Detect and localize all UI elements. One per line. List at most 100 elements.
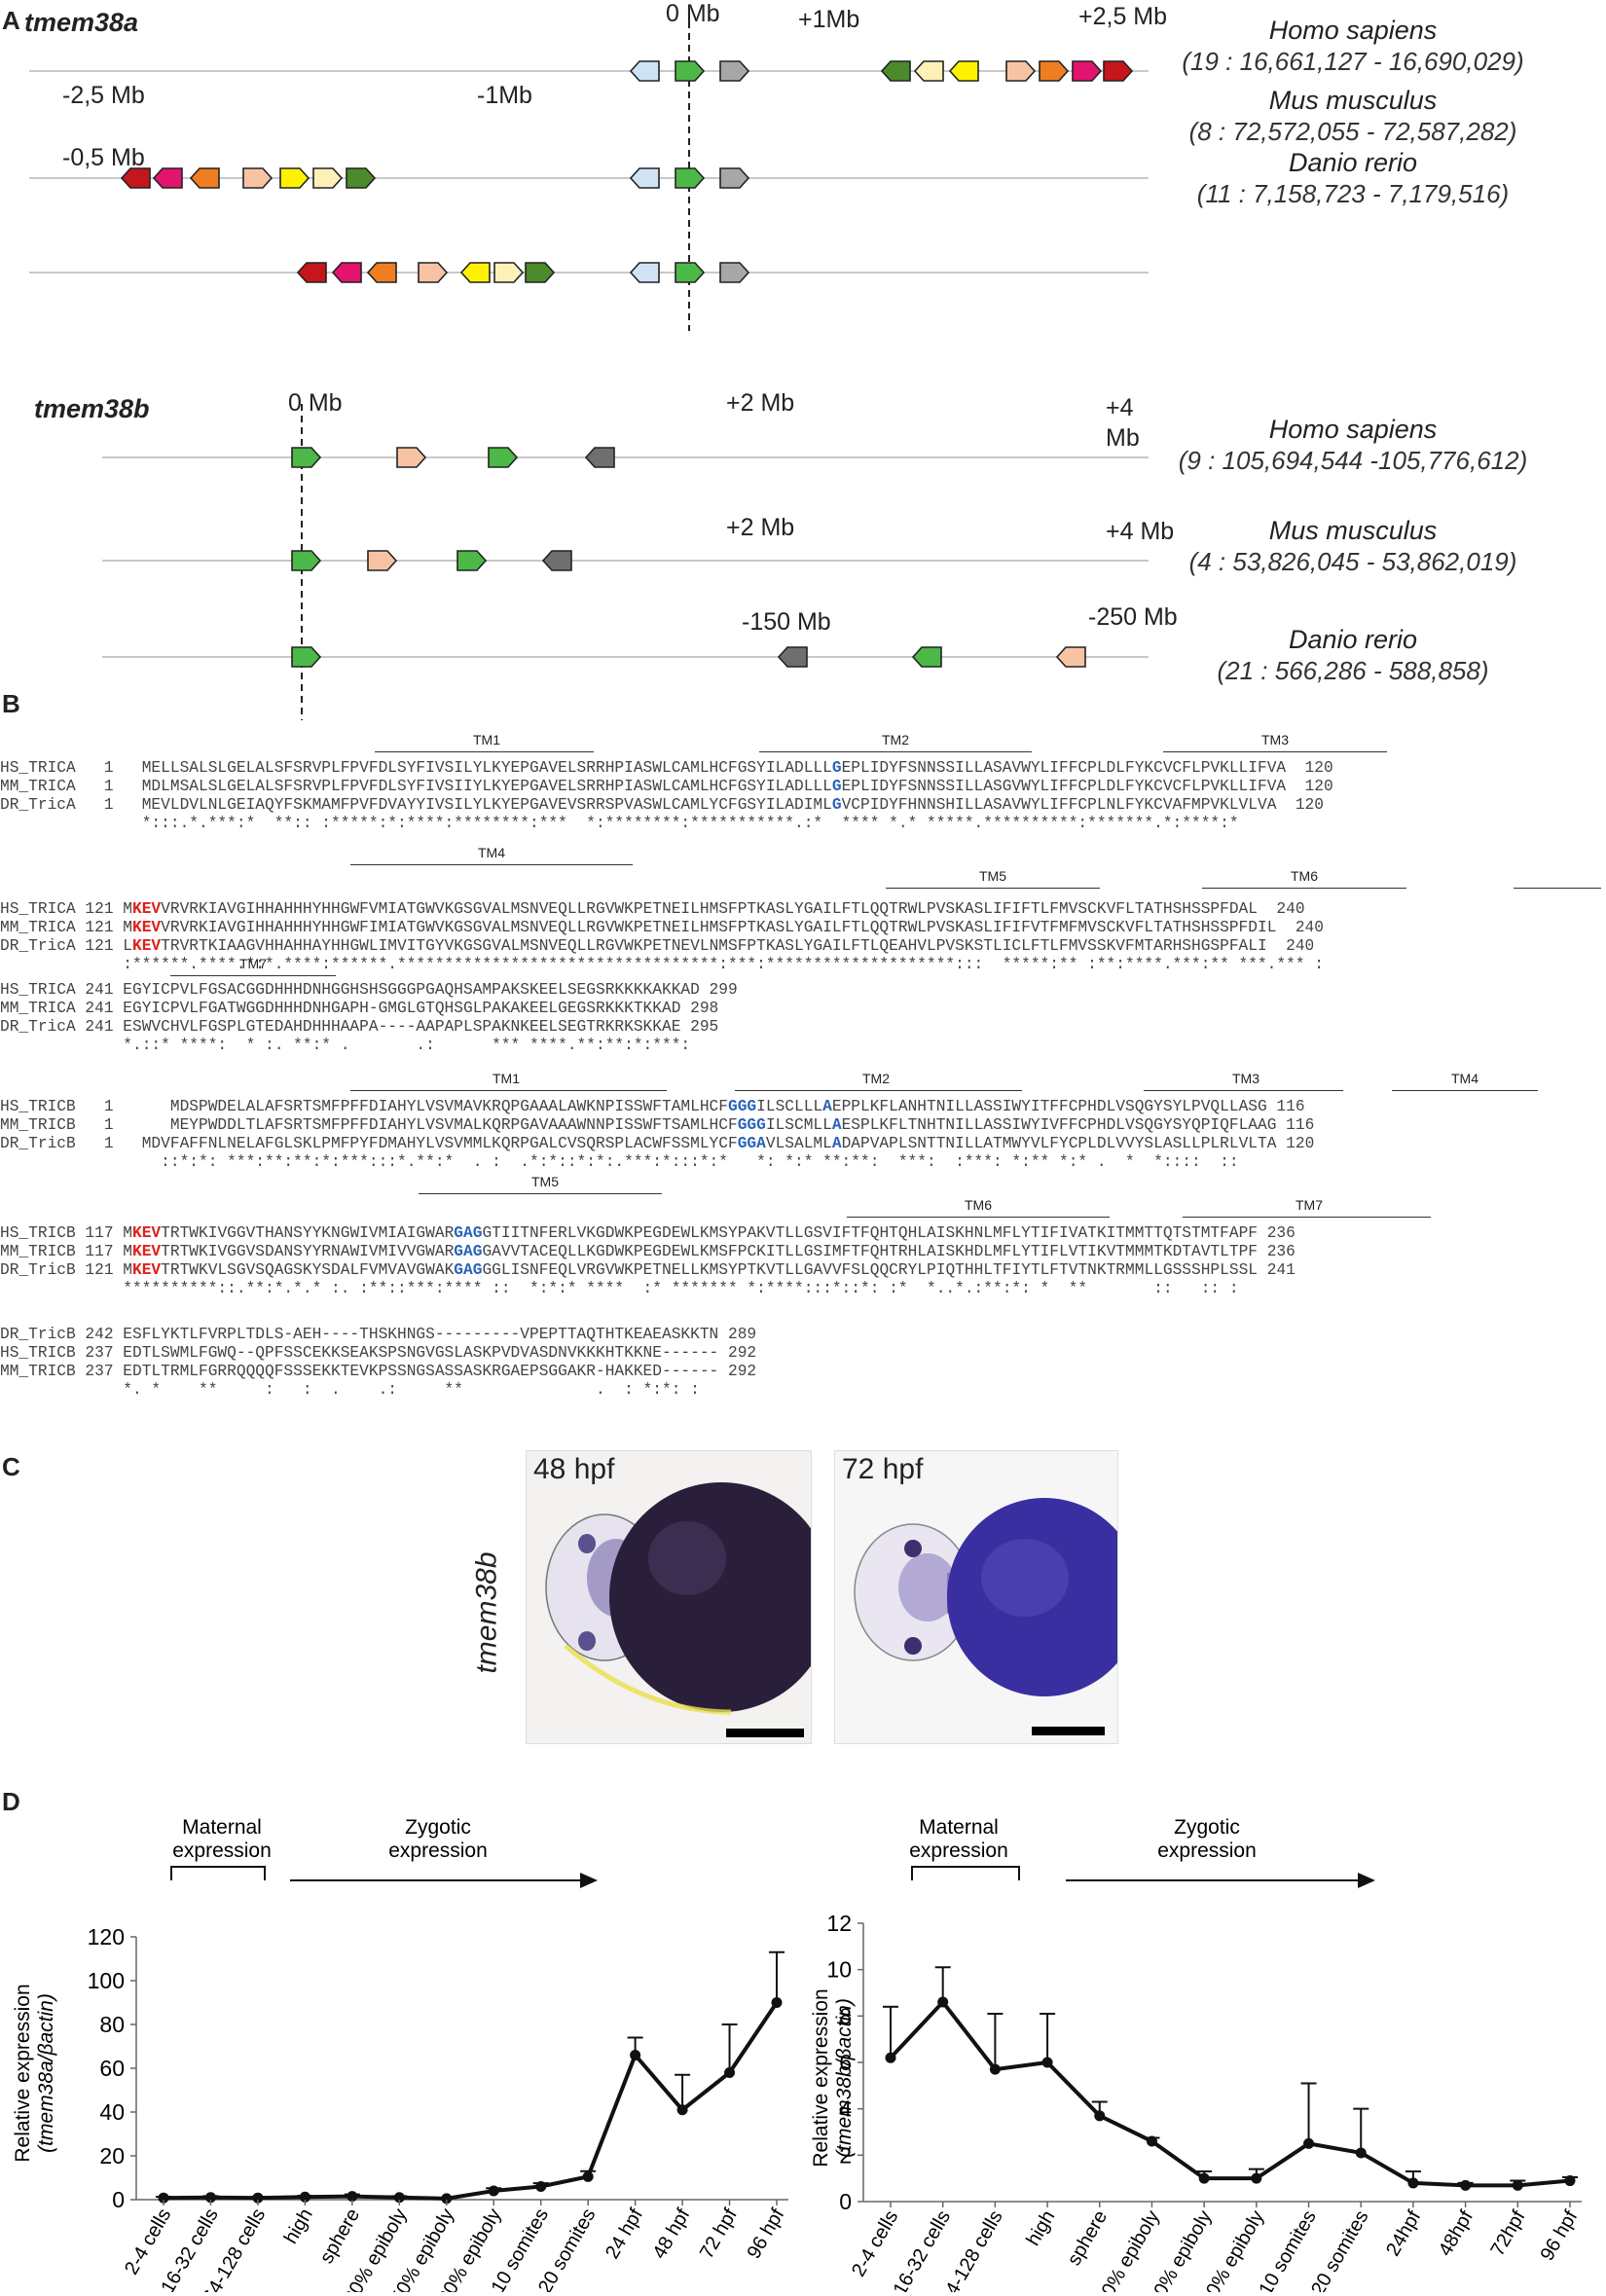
gene-tmem38a	[675, 60, 705, 82]
zygotic-label: Zygotic	[1174, 1816, 1240, 1839]
x-tick-label: sphere	[316, 2205, 365, 2268]
data-point	[488, 2185, 499, 2197]
coords-mm-b: (4 : 53,826,045 - 53,862,019)	[1188, 547, 1517, 576]
data-point	[582, 2170, 594, 2182]
tm-label: TM2	[882, 732, 909, 747]
data-point	[158, 2192, 169, 2204]
y-tick-label: 100	[88, 1968, 125, 1993]
zygotic-label-2: expression	[1157, 1840, 1257, 1862]
gene-name-tmem38a: tmem38a	[24, 8, 139, 37]
tm-label: TM2	[862, 1071, 890, 1086]
y-tick-label: 2	[839, 2142, 852, 2168]
data-point	[252, 2192, 264, 2204]
series-line	[163, 2001, 779, 2201]
data-point	[1251, 2172, 1262, 2184]
species-dr-a: Danio rerio	[1288, 148, 1418, 177]
tm-label: TM6	[965, 1197, 992, 1213]
y-tick-label: 80	[99, 2012, 125, 2037]
data-point	[1041, 2057, 1053, 2068]
data-point	[535, 2181, 547, 2192]
label-b-minus250: -250 Mb	[1088, 603, 1178, 631]
embryo-48hpf-illustration	[545, 1482, 811, 1715]
embryo-72hpf-illustration	[854, 1498, 1117, 1696]
series-line	[889, 1998, 1571, 2188]
species-mm-b: Mus musculus	[1268, 516, 1438, 545]
x-tick-label: 48hpf	[1435, 2206, 1478, 2260]
data-point	[1355, 2147, 1367, 2159]
y-axis-label-2: (tmem38a/βactin)	[35, 1993, 57, 2153]
synteny-diagram	[29, 21, 1149, 720]
data-point	[630, 2050, 641, 2060]
species-hs-b: Homo sapiens	[1268, 415, 1438, 444]
x-tick-label: 72hpf	[1487, 2206, 1530, 2260]
alignment-trica-block1: HS_TRICA 1 MELLSALSLGELALSFSRVPLFPVFDLSY…	[0, 759, 1333, 832]
gene-tmem38b	[291, 447, 321, 468]
tm-label: TM5	[979, 868, 1006, 884]
maternal-bracket	[911, 1866, 1020, 1880]
zygotic-label-2: expression	[388, 1840, 488, 1862]
x-tick-label: 24hpf	[1382, 2206, 1425, 2260]
data-point	[204, 2192, 216, 2204]
x-tick-label: 24 hpf	[602, 2205, 647, 2263]
label-minus25mb: -2,5 Mb	[62, 82, 145, 109]
alignment-tricb-block2: HS_TRICB 117 MKEVTRTWKIVGGVTHANSYYKNGWIV…	[0, 1224, 1296, 1297]
label-b-plus2: +2 Mb	[726, 389, 795, 417]
species-mm-a: Mus musculus	[1268, 86, 1438, 115]
data-point	[347, 2191, 358, 2203]
data-point	[989, 2063, 1001, 2075]
x-tick-label: 2-4 cells	[848, 2207, 902, 2281]
data-point	[1564, 2175, 1576, 2187]
chart-tmem38b-expression: Maternal expression Zygotic expression R…	[810, 1816, 1583, 2292]
x-tick-label: 48 hpf	[649, 2205, 695, 2263]
gene-gray	[719, 60, 749, 82]
data-point	[299, 2191, 310, 2203]
panel-label-c: C	[2, 1452, 20, 1481]
tm-label: TM4	[478, 845, 505, 860]
y-tick-label: 120	[88, 1924, 125, 1950]
tm-label: TM3	[1232, 1071, 1259, 1086]
alignment-trica-block3: HS_TRICA 241 EGYICPVLFGSACGGDHHHDNHGGHSH…	[0, 981, 738, 1054]
y-tick-label: 6	[839, 2050, 852, 2075]
data-point	[724, 2067, 736, 2078]
y-tick-label: 40	[99, 2099, 125, 2125]
label-plus25mb: +2,5 Mb	[1078, 3, 1168, 30]
tm-label: TM5	[531, 1174, 559, 1189]
x-tick-label: 96 hpf	[743, 2205, 788, 2263]
insitu-image-48hpf	[526, 1450, 812, 1744]
tm-label: TM7	[1296, 1197, 1323, 1213]
maternal-label-2: expression	[172, 1840, 272, 1862]
maternal-label: Maternal	[919, 1816, 999, 1839]
data-point	[1407, 2177, 1419, 2189]
panel-label-b: B	[2, 689, 20, 718]
zygotic-label: Zygotic	[405, 1816, 471, 1839]
data-point	[393, 2192, 405, 2204]
maternal-label: Maternal	[182, 1816, 262, 1839]
stage-label-72hpf: 72 hpf	[842, 1453, 924, 1485]
data-point	[885, 2052, 896, 2063]
chart-tmem38a-expression: Maternal expression Zygotic expression R…	[12, 1816, 789, 2292]
zygotic-arrowhead	[1358, 1873, 1375, 1888]
label-minus05mb: -0,5 Mb	[62, 144, 145, 171]
tm-label: TM1	[493, 1071, 520, 1086]
y-tick-label: 4	[839, 2096, 852, 2122]
data-point	[771, 1997, 783, 2008]
y-tick-label: 60	[99, 2056, 125, 2081]
x-tick-label: sphere	[1063, 2207, 1112, 2270]
stage-label-48hpf: 48 hpf	[533, 1453, 615, 1485]
data-point	[937, 1996, 949, 2008]
gene-name-tmem38b: tmem38b	[34, 394, 150, 423]
coords-mm-a: (8 : 72,572,055 - 72,587,282)	[1188, 117, 1517, 146]
insitu-gene-label: tmem38b	[470, 1551, 503, 1674]
tm-label: TM6	[1291, 868, 1318, 884]
insitu-image-72hpf	[834, 1450, 1118, 1744]
zygotic-arrowhead	[580, 1873, 598, 1888]
scale-bar	[726, 1729, 804, 1737]
coords-hs-a: (19 : 16,661,127 - 16,690,029)	[1182, 47, 1524, 76]
gene-lblue	[630, 60, 660, 82]
data-point	[1094, 2110, 1106, 2122]
x-tick-label: 72 hpf	[696, 2205, 742, 2263]
x-tick-label: high	[280, 2205, 317, 2248]
y-tick-label: 0	[112, 2187, 125, 2212]
